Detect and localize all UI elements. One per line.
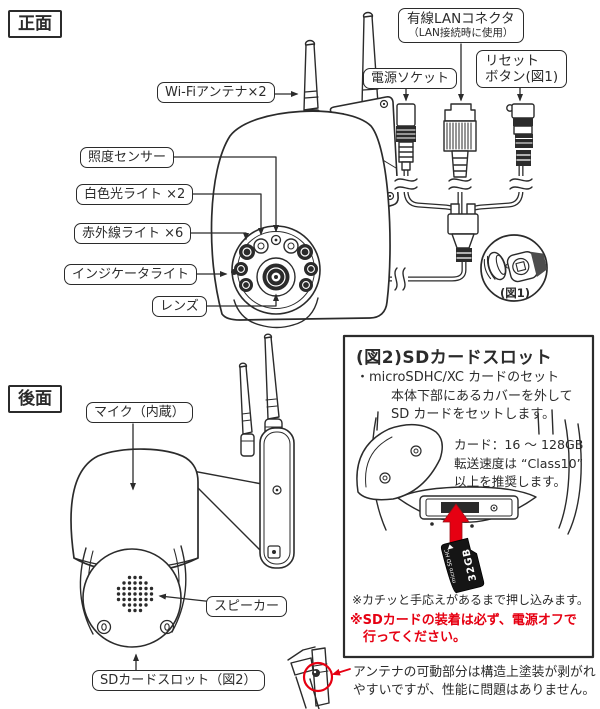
cable-junction-connector [447, 203, 479, 262]
antenna-joint-sketch [287, 646, 351, 709]
fig1-caption: (図1) [499, 286, 530, 300]
label-illuminance-sensor: 照度センサー [80, 147, 175, 168]
section-label-rear: 後面 [8, 385, 62, 413]
rear-view-drawing [70, 333, 295, 675]
cable-break-marks [392, 176, 533, 291]
label-white-light: 白色光ライト ×2 [76, 184, 194, 205]
reset-button-line2: ボタン(図1) [485, 69, 559, 85]
rear-camera-body [70, 448, 199, 648]
rear-bracket-plate [259, 427, 295, 569]
fig2-removed-cover [356, 423, 443, 501]
label-sd-card-slot: SDカードスロット（図2） [92, 670, 265, 691]
section-label-front: 正面 [8, 10, 62, 38]
label-microphone: マイク（内蔵） [86, 402, 193, 423]
reset-button-plug [506, 103, 535, 166]
label-infrared-light: 赤外線ライト ×6 [74, 223, 192, 244]
lan-connector-plug [443, 103, 477, 178]
card-spec-line3: 以上を推奨します。 [454, 474, 567, 489]
fig2-instruction-line1: 本体下部にあるカバーを外して [391, 389, 573, 404]
label-lan-connector: 有線LANコネクタ （LAN接続時に使用） [398, 8, 524, 43]
front-face-leds [231, 234, 318, 297]
antenna-note-line1: アンテナの可動部分は構造上塗装が剥がれ [353, 665, 596, 680]
label-speaker: スピーカー [206, 596, 288, 617]
fig1-detail [480, 234, 548, 302]
fig2-warning-line2: 行ってください。 [363, 630, 466, 645]
card-spec-line1: カード：16 ～ 128GB [454, 437, 584, 452]
reset-button-line1: リセット [485, 53, 539, 69]
power-socket-plug [396, 103, 416, 171]
lan-connector-title: 有線LANコネクタ [407, 11, 515, 27]
antenna-paint-note: アンテナの可動部分は構造上塗装が剥がれ やすいですが、性能に問題はありません。 [353, 664, 596, 700]
label-indicator-light: インジケータライト [64, 264, 198, 285]
front-camera-body [210, 110, 391, 329]
fig2-warning-line1: ※SDカードの装着は必ず、電源オフで [350, 613, 577, 628]
fig2-instruction-line2: SD カードをセットします。 [391, 406, 556, 422]
fig2-card-spec: カード：16 ～ 128GB 転送速度は “Class10” 以上を推奨します。 [454, 436, 583, 492]
fig2-subtitle: ・microSDHC/XC カードのセット [356, 370, 560, 385]
label-lens: レンズ [152, 296, 207, 317]
fig2-camera-bottom [371, 409, 582, 535]
fig2-drawing [342, 334, 595, 659]
front-view-drawing [109, 11, 548, 329]
sd-card [440, 537, 485, 594]
red-leader-arrow [331, 668, 351, 676]
fig2-note-push: ※カチッと手応えがあるまで押し込みます。 [352, 593, 589, 607]
red-highlight-circle [302, 661, 334, 693]
fig2-title: (図2)SDカードスロット [356, 348, 553, 368]
speaker-grille [116, 575, 154, 613]
label-reset-button: リセット ボタン(図1) [476, 50, 568, 88]
fig2-warning: ※SDカードの装着は必ず、電源オフで 行ってください。 [350, 612, 577, 646]
fig2-instructions: 本体下部にあるカバーを外して SD カードをセットします。 [391, 388, 573, 423]
antenna-note-line2: やすいですが、性能に問題はありません。 [353, 683, 596, 698]
label-power-socket: 電源ソケット [363, 68, 458, 89]
card-spec-line2: 転送速度は “Class10” [454, 455, 584, 471]
lan-connector-note: （LAN接続時に使用） [408, 27, 514, 39]
label-wifi-antenna: Wi-Fiアンテナ×2 [157, 82, 275, 103]
